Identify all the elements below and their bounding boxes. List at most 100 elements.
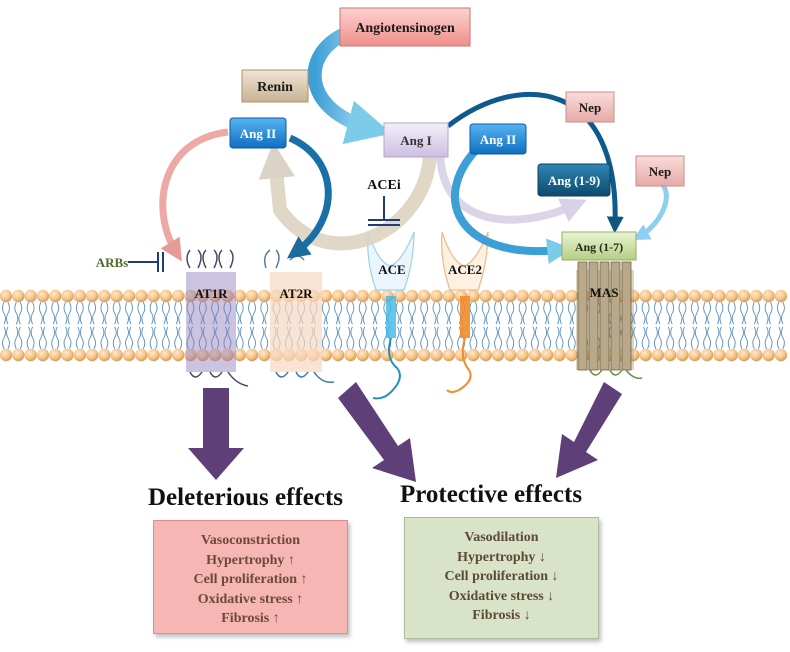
lipid-head — [393, 289, 406, 303]
lipid-tail — [112, 301, 121, 325]
lipid-tail — [395, 326, 404, 350]
lipid-tail — [112, 326, 121, 350]
lipid-tail — [248, 326, 256, 350]
lipid-tail — [776, 326, 785, 350]
lipid-head — [258, 289, 271, 303]
lipid-tail — [358, 301, 367, 325]
lipid-head — [368, 289, 382, 303]
lipid-tail — [186, 301, 195, 325]
lipid-tail — [38, 301, 47, 325]
lipid-head — [221, 348, 234, 362]
node-renin: Renin — [241, 69, 309, 103]
lipid-head — [700, 348, 714, 362]
lipid-head — [639, 348, 652, 362]
arrow-ang-i-to-ang-1-7-via-nep — [446, 91, 624, 234]
protective-effects-box: Vasodilation Hypertrophy ↓ Cell prolifer… — [404, 517, 599, 639]
deleterious-effects-box: Vasoconstriction Hypertrophy ↑ Cell prol… — [153, 520, 348, 634]
lipid-tail — [469, 301, 478, 325]
lipid-tail — [494, 326, 502, 350]
lipid-tail — [653, 326, 662, 350]
lipid-tail — [666, 301, 675, 325]
lipid-head — [516, 348, 529, 362]
lipid-head — [12, 289, 25, 303]
lipid-tail — [641, 326, 650, 350]
arbs-inhibition — [128, 252, 164, 272]
ang-1-7-label: Ang (1-7) — [575, 240, 623, 254]
at1r-label: AT1R — [195, 286, 229, 301]
lipid-tail — [715, 301, 724, 325]
lipid-head — [196, 348, 209, 362]
deleterious-effect-item: Cell proliferation ↑ — [193, 572, 308, 587]
lipid-head — [208, 289, 222, 303]
cell-membrane — [0, 289, 788, 362]
lipid-tail — [75, 301, 84, 325]
lipid-tail — [149, 326, 158, 350]
lipid-head — [73, 289, 87, 303]
mas-receptor — [576, 261, 643, 380]
lipid-head — [135, 348, 148, 362]
lipid-head — [147, 348, 160, 362]
deleterious-effect-item: Hypertrophy ↑ — [206, 552, 295, 568]
lipid-head — [528, 348, 542, 362]
lipid-head — [762, 348, 775, 362]
lipid-head — [356, 348, 369, 362]
lipid-head — [319, 348, 332, 362]
lipid-tail — [260, 301, 269, 325]
lipid-tail — [543, 301, 552, 325]
lipid-head — [639, 289, 652, 303]
lipid-head — [762, 289, 775, 303]
lipid-tail — [703, 301, 712, 325]
lipid-tail — [198, 326, 207, 350]
lipid-tail — [752, 326, 761, 350]
lipid-head — [467, 348, 480, 362]
protective-effect-item: Cell proliferation ↓ — [444, 569, 559, 584]
lipid-head — [688, 348, 701, 362]
arrow-ang-1-9-to-ang-1-7 — [632, 175, 669, 241]
lipid-tail — [481, 301, 490, 325]
protective-effect-item: Hypertrophy ↓ — [457, 549, 546, 565]
lipid-tail — [678, 301, 687, 325]
lipid-tail — [235, 301, 244, 325]
node-ang-1-7: Ang (1-7) — [561, 231, 637, 261]
lipid-tail — [260, 326, 269, 350]
ace2-enzyme — [441, 231, 489, 393]
lipid-head — [135, 289, 148, 303]
lipid-head — [24, 289, 37, 303]
lipid-tail — [494, 301, 502, 325]
lipid-tail — [530, 326, 539, 350]
protective-effect-item: Vasodilation — [464, 530, 539, 545]
lipid-head — [110, 289, 123, 303]
at2r-label: AT2R — [280, 286, 314, 301]
lipid-head — [442, 289, 455, 303]
deleterious-effect-item: Vasoconstriction — [200, 533, 301, 548]
lipid-head — [737, 289, 751, 303]
lipid-tail — [223, 301, 232, 325]
lipid-head — [713, 289, 726, 303]
lipid-tail — [26, 301, 35, 325]
lipid-head — [368, 348, 382, 362]
lipid-head — [430, 348, 443, 362]
lipid-head — [688, 289, 701, 303]
lipid-head — [393, 348, 406, 362]
protective-effects-title: Protective effects — [400, 481, 583, 508]
lipid-tail — [444, 301, 453, 325]
lipid-head — [553, 289, 566, 303]
lipid-tail — [543, 326, 552, 350]
lipid-head — [676, 348, 689, 362]
at2r-receptor — [263, 249, 335, 384]
lipid-tail — [186, 326, 195, 350]
arrow-ang-ii-to-at1r — [159, 128, 229, 262]
lipid-tail — [174, 301, 183, 325]
lipid-tail — [567, 326, 576, 350]
lipid-tail — [2, 301, 10, 325]
lipid-head — [36, 289, 50, 303]
effect-arrow-at2r-protective — [338, 382, 416, 482]
lipid-head — [233, 289, 246, 303]
lipid-tail — [690, 301, 699, 325]
lipid-head — [479, 289, 492, 303]
lipid-head — [196, 289, 209, 303]
lipid-tail — [198, 301, 207, 325]
lipid-head — [405, 348, 419, 362]
lipid-head — [418, 289, 431, 303]
lipid-head — [331, 348, 345, 362]
